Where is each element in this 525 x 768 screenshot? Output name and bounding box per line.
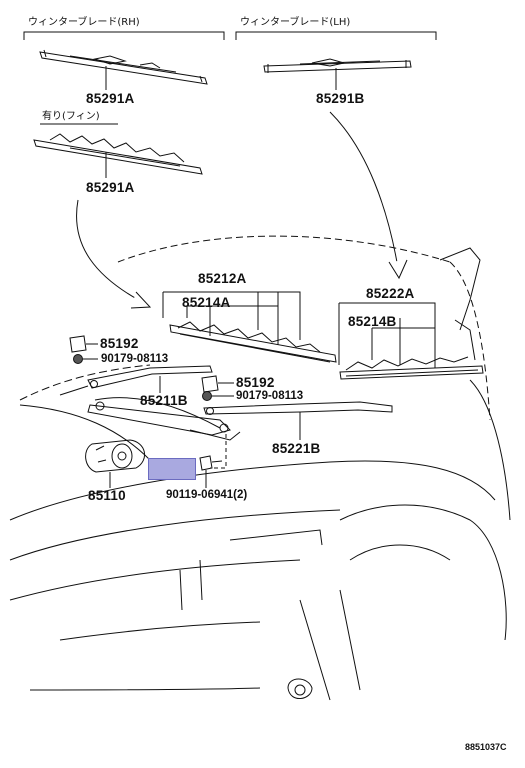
arrow-rh	[76, 199, 149, 306]
label-blade-rh[interactable]: 85291A	[86, 91, 135, 106]
label-motor[interactable]: 85110	[88, 488, 126, 503]
hood-line-left	[19, 364, 151, 401]
box-lh	[338, 302, 436, 368]
nut-lower	[202, 391, 212, 401]
header-fin: 有り(フィン)	[42, 111, 100, 122]
label-nut-upper[interactable]: 90179-08113	[101, 353, 169, 365]
label-arm-blade-rh[interactable]: 85212A	[198, 271, 247, 286]
label-arm-blade-lh[interactable]: 85222A	[366, 286, 415, 301]
label-refill-rh[interactable]: 85214A	[182, 295, 231, 310]
label-cap-lower[interactable]: 85192	[236, 375, 275, 390]
box-rh	[162, 291, 301, 340]
blade-fin-drawing	[33, 133, 203, 175]
nut-upper	[73, 354, 83, 364]
rh-header-bracket	[23, 31, 225, 40]
windshield-outline	[117, 235, 451, 263]
motor-drawing	[85, 439, 145, 473]
fog-lamp	[287, 678, 313, 699]
label-arm-lh[interactable]: 85221B	[272, 441, 321, 456]
header-rh: ウィンターブレード(RH)	[28, 17, 140, 28]
label-arm-rh[interactable]: 85211B	[140, 393, 188, 408]
arm-rh-drawing	[59, 365, 213, 396]
blade-rh-drawing	[39, 49, 208, 85]
label-bolt[interactable]: 90119-06941(2)	[166, 489, 248, 501]
label-refill-lh[interactable]: 85214B	[348, 314, 397, 329]
arrow-rh-head	[130, 291, 152, 309]
lh-header-bracket	[235, 31, 437, 40]
diagram-code: 8851037C	[465, 742, 507, 752]
fender-line	[469, 379, 511, 521]
label-cap-upper[interactable]: 85192	[100, 336, 139, 351]
label-nut-lower[interactable]: 90179-08113	[236, 390, 304, 402]
cap-upper	[69, 335, 87, 353]
label-blade-lh[interactable]: 85291B	[316, 91, 365, 106]
linkage-drawing	[87, 397, 241, 441]
bolt-drawing	[199, 455, 223, 471]
blade-rh-assembled	[169, 321, 337, 363]
arm-lh-drawing	[203, 401, 393, 415]
dashed-link	[210, 434, 227, 469]
arrow-lh-head	[388, 259, 408, 280]
cap-lower	[201, 375, 219, 393]
blade-lh-drawing	[263, 58, 412, 73]
label-blade-fin[interactable]: 85291A	[86, 180, 135, 195]
header-lh: ウィンターブレード(LH)	[240, 17, 351, 28]
arrow-lh	[329, 111, 399, 269]
blade-lh-assembled	[339, 356, 484, 380]
highlight-box	[148, 458, 196, 480]
